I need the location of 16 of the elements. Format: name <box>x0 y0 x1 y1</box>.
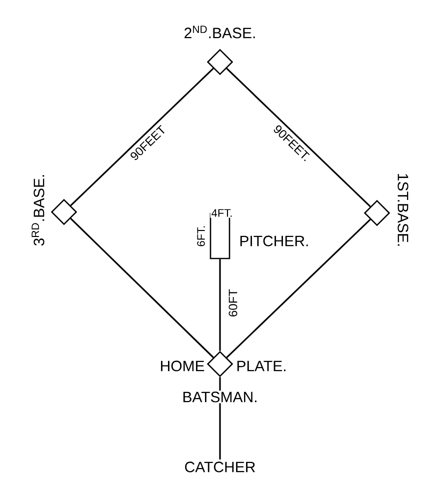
field-line <box>70 218 214 358</box>
position-label: HOME <box>161 360 204 372</box>
position-label: PITCHER. <box>240 236 308 246</box>
field-line <box>70 68 214 206</box>
dimension-label: 4FT. <box>210 208 234 218</box>
position-label: 1ST.BASE. <box>398 174 408 246</box>
position-label: 3$^{RD}$.BASE. <box>32 175 44 246</box>
position-label: CATCHER <box>185 462 255 472</box>
field-line <box>219 259 221 351</box>
position-label: 2$^{ND}$.BASE. <box>184 26 255 38</box>
field-line <box>226 218 371 358</box>
player-label: BATSMAN. <box>181 390 259 404</box>
position-label: PLATE. <box>237 360 286 372</box>
distance-label: 60FT <box>228 289 238 316</box>
dimension-label: 6FT. <box>196 224 206 248</box>
field-line <box>226 68 371 208</box>
